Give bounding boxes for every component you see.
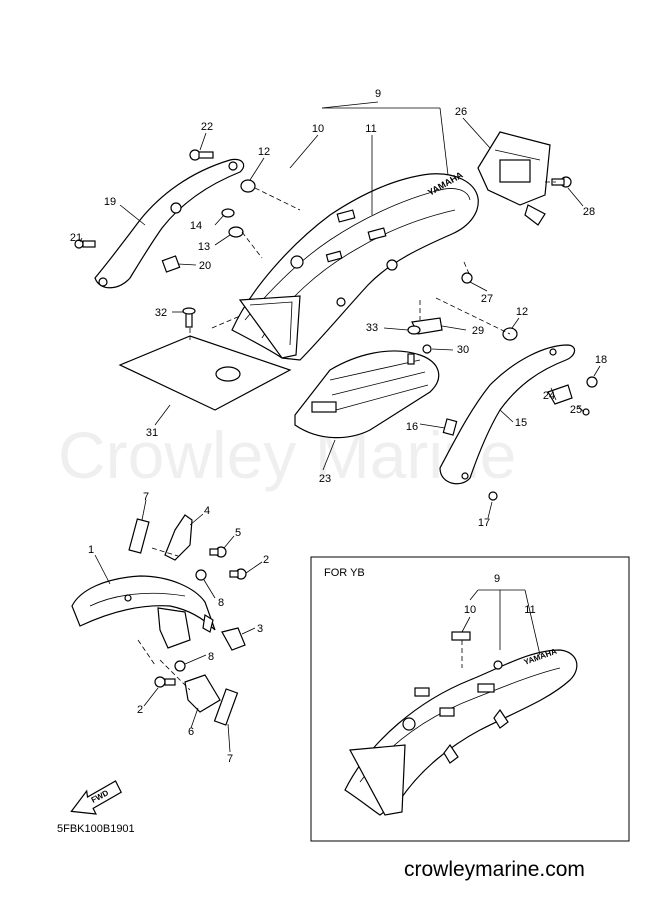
callout-12: 12	[258, 146, 270, 158]
callout-2b: 2	[137, 704, 143, 716]
callout-inset-9: 9	[494, 573, 500, 585]
callout-27: 27	[481, 293, 493, 305]
callout-23: 23	[319, 473, 331, 485]
callout-15: 15	[515, 417, 527, 429]
callout-30: 30	[457, 344, 469, 356]
callout-21: 21	[70, 232, 82, 244]
callout-12b: 12	[516, 306, 528, 318]
small-parts	[74, 149, 598, 501]
callouts-inset: 9 10 11	[464, 573, 536, 616]
callout-32: 32	[155, 307, 167, 319]
callout-5: 5	[235, 527, 241, 539]
callout-24: 24	[543, 390, 555, 402]
callout-18: 18	[595, 354, 607, 366]
callout-8a: 8	[218, 597, 224, 609]
callout-8b: 8	[208, 651, 214, 663]
callout-6: 6	[188, 726, 194, 738]
callout-2a: 2	[263, 554, 269, 566]
callout-1: 1	[88, 544, 94, 556]
callout-10: 10	[312, 123, 324, 135]
callout-9: 9	[375, 88, 381, 100]
inset-title: FOR YB	[324, 567, 365, 579]
callout-28: 28	[583, 206, 595, 218]
callout-11: 11	[365, 123, 376, 135]
callout-7b: 7	[227, 753, 233, 765]
leader-lines-front	[94, 499, 263, 753]
leader-lines	[79, 101, 601, 519]
callout-29: 29	[472, 325, 484, 337]
grab-rail-15	[439, 344, 576, 485]
callouts-upper: 9 10 11 26 22 12 19 14 13 21 20 32 31 23…	[70, 88, 607, 529]
assembly-lines	[241, 181, 556, 335]
front-parts	[128, 514, 247, 726]
fwd-arrow-icon: FWD	[70, 780, 122, 815]
callout-7a: 7	[143, 491, 149, 503]
callout-26: 26	[455, 106, 467, 118]
taillight-26	[477, 131, 551, 226]
callout-25: 25	[570, 404, 582, 416]
grab-rail-19	[94, 158, 245, 289]
callout-13: 13	[198, 241, 210, 253]
callout-19: 19	[104, 196, 116, 208]
callout-3: 3	[257, 623, 263, 635]
front-fender	[71, 575, 216, 649]
website-link[interactable]: crowleymarine.com	[404, 858, 585, 881]
callout-17: 17	[478, 517, 490, 529]
callout-20: 20	[199, 260, 211, 272]
inset-box: FOR YB YAMAHA	[310, 556, 630, 842]
callouts-front: 7 4 5 2 1 8 3 8 2 6 7	[88, 491, 269, 765]
plate-31	[118, 315, 292, 411]
callout-16: 16	[406, 421, 418, 433]
callout-4: 4	[204, 505, 210, 517]
inner-fender-23	[294, 350, 440, 439]
watermark: Crowley Marine	[58, 418, 516, 492]
callout-inset-11: 11	[524, 604, 535, 616]
diagram-code: 5FBK100B1901	[57, 823, 135, 835]
callout-inset-10: 10	[464, 604, 476, 616]
callout-14: 14	[190, 220, 202, 232]
callout-33: 33	[366, 322, 378, 334]
callout-31: 31	[146, 427, 158, 439]
callout-22: 22	[201, 121, 213, 133]
rear-fender: YAMAHA	[231, 169, 479, 361]
